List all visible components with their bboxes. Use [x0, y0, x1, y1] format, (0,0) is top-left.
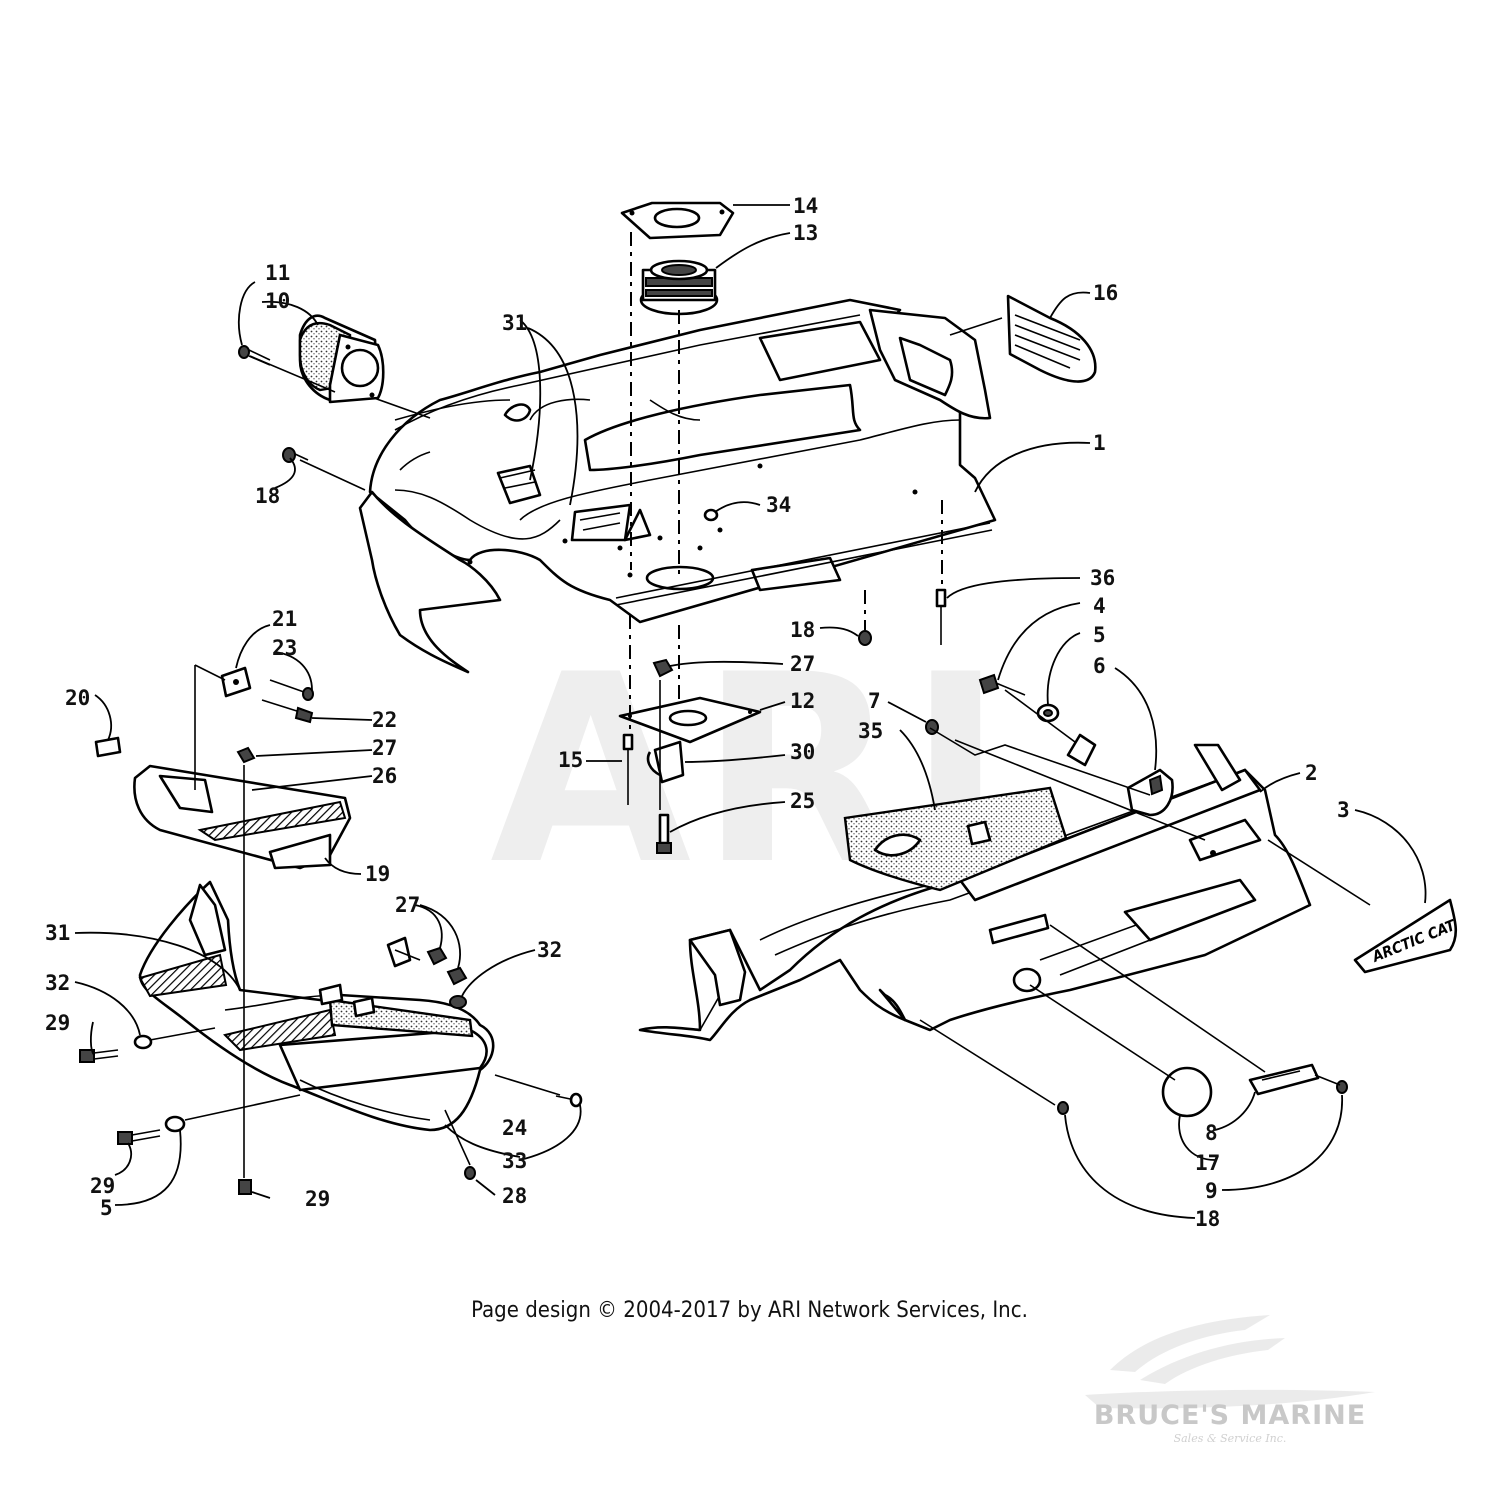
part-32-washer-left — [133, 1034, 153, 1050]
callout-31-upper: 31 — [502, 311, 527, 335]
part-21-bracket — [220, 666, 252, 698]
part-10-air-intake — [298, 314, 385, 404]
part-19-bumper — [133, 764, 352, 870]
callout-32-right: 32 — [537, 938, 562, 962]
callout-5-left: 5 — [100, 1196, 113, 1220]
callout-10: 10 — [265, 289, 290, 313]
part-25-bolt — [656, 813, 672, 854]
part-35-insulation-pad — [843, 786, 1068, 892]
part-29-bolt-bottom — [238, 1179, 252, 1195]
callout-1: 1 — [1093, 431, 1106, 455]
callout-27-center: 27 — [790, 652, 815, 676]
callout-6: 6 — [1093, 654, 1106, 678]
callout-2: 2 — [1305, 761, 1318, 785]
part-33-screw — [555, 1092, 583, 1108]
part-8-reflector — [1248, 1063, 1320, 1096]
callout-30: 30 — [790, 740, 815, 764]
part-34-grommet — [703, 508, 719, 522]
dealer-name: BRUCE'S MARINE — [1093, 1400, 1367, 1431]
callout-29-bottom: 29 — [305, 1187, 330, 1211]
callout-13: 13 — [793, 221, 818, 245]
callout-25: 25 — [790, 789, 815, 813]
part-12-mounting-plate — [618, 696, 762, 744]
part-5-washer-right — [1036, 703, 1060, 723]
part-30-bracket — [646, 740, 685, 784]
callout-5-right: 5 — [1093, 623, 1106, 647]
callout-29-left: 29 — [45, 1011, 70, 1035]
part-27-nut-left — [236, 746, 256, 764]
callout-35: 35 — [858, 719, 883, 743]
callout-19: 19 — [365, 862, 390, 886]
callout-15: 15 — [558, 748, 583, 772]
callout-18-center: 18 — [790, 618, 815, 642]
callout-22: 22 — [372, 708, 397, 732]
callout-26: 26 — [372, 764, 397, 788]
callout-18-upper-left: 18 — [255, 484, 280, 508]
part-22-bolt — [261, 699, 314, 724]
callout-27-right: 27 — [395, 893, 420, 917]
part-27-nut-right — [426, 946, 468, 986]
callout-17: 17 — [1195, 1151, 1220, 1175]
part-36-rivet — [935, 588, 947, 645]
part-29-bolt-bottom-left — [117, 1129, 161, 1145]
callout-29-bottom-left: 29 — [90, 1174, 115, 1198]
callout-labels: 14 13 16 1 31 11 10 18 34 36 4 5 6 18 27… — [45, 194, 1350, 1231]
part-13-rubber-boot — [639, 259, 719, 316]
part-28-screw — [464, 1166, 476, 1180]
part-15-pin — [622, 733, 634, 805]
part-24-nose-cone — [138, 880, 495, 1132]
callout-12: 12 — [790, 689, 815, 713]
part-29-bolt-left — [79, 1049, 119, 1063]
part-20-clip — [94, 736, 122, 758]
callout-36: 36 — [1090, 566, 1115, 590]
copyright-notice: Page design © 2004-2017 by ARI Network S… — [471, 1298, 1028, 1323]
callout-28: 28 — [502, 1184, 527, 1208]
callout-31-lower: 31 — [45, 921, 70, 945]
assembly-lines — [149, 232, 1371, 1178]
callout-21: 21 — [272, 607, 297, 631]
part-2-chassis-side-panel — [638, 743, 1312, 1042]
callout-8: 8 — [1205, 1121, 1218, 1145]
part-4-bolt — [978, 673, 1026, 696]
callout-7: 7 — [868, 689, 881, 713]
callout-23: 23 — [272, 636, 297, 660]
callout-16: 16 — [1093, 281, 1118, 305]
callout-24: 24 — [502, 1116, 527, 1140]
part-27-nut-center — [652, 658, 674, 678]
part-23-screw — [269, 679, 314, 701]
callout-9: 9 — [1205, 1179, 1218, 1203]
part-17-plug — [1161, 1066, 1213, 1118]
part-6-bracket — [1066, 733, 1174, 817]
callout-18-lower-right: 18 — [1195, 1207, 1220, 1231]
part-3-arctic-cat-decal: ARCTIC CAT — [1353, 898, 1459, 974]
callout-20: 20 — [65, 686, 90, 710]
part-16-vent-grille — [1006, 294, 1097, 383]
part-14-gasket-plate — [620, 201, 735, 240]
part-9-screw — [1336, 1080, 1348, 1094]
callout-33: 33 — [502, 1149, 527, 1173]
dealer-tagline: Sales & Service Inc. — [1173, 1432, 1287, 1445]
leader-lines — [74, 204, 1427, 1219]
callout-11: 11 — [265, 261, 290, 285]
part-1-upper-body-panel — [358, 298, 997, 674]
part-18-screw-upper-left — [282, 447, 309, 463]
callout-4: 4 — [1093, 594, 1106, 618]
part-5-washer-left — [164, 1115, 186, 1133]
dealer-logo-mark — [1085, 1315, 1375, 1409]
part-32-washer-right — [449, 995, 467, 1009]
part-18-screw-lower-right — [1057, 1101, 1069, 1115]
callout-27-left: 27 — [372, 736, 397, 760]
callout-3: 3 — [1337, 798, 1350, 822]
callout-14: 14 — [793, 194, 818, 218]
callout-32-left: 32 — [45, 971, 70, 995]
part-18-screw-center — [858, 630, 872, 646]
callout-34: 34 — [766, 493, 791, 517]
